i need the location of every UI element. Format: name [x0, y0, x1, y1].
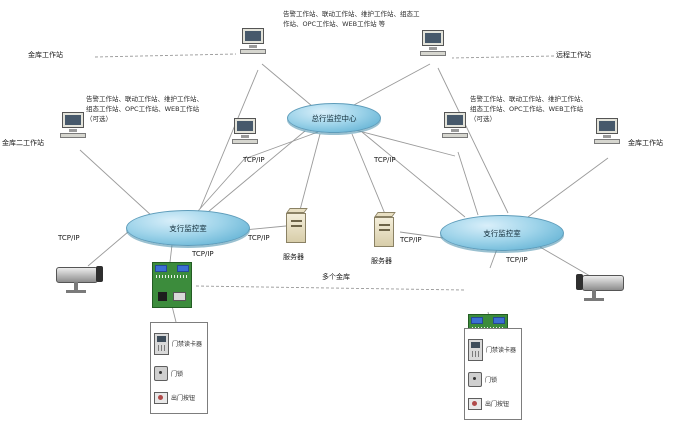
annotation-right: 告警工作站、联动工作站、维护工作站、组态工作站、OPC工作站、WEB工作站（可选… [470, 95, 587, 123]
keyboard-icon [420, 51, 446, 56]
keyboard-icon [594, 139, 620, 144]
monitor-icon [234, 118, 256, 134]
label-multi-vault: 多个金库 [322, 273, 350, 281]
keyboard-icon [442, 133, 468, 138]
workstation-icon-top-left [238, 28, 268, 70]
workstation-icon-mid-right-a [440, 112, 470, 154]
keyboard-icon [232, 139, 258, 144]
monitor-icon [444, 112, 466, 128]
card-reader-label: 门禁读卡器 [486, 347, 517, 354]
network-label-center: 总行监控中心 [311, 113, 357, 123]
server-icon-left [284, 208, 310, 248]
workstation-icon-top-right [418, 30, 448, 72]
network-label-right: 支行监控室 [483, 228, 521, 238]
workstation-icon-mid-right-b [592, 118, 622, 160]
exit-button-label: 出门按钮 [171, 395, 196, 402]
keyboard-icon [60, 133, 86, 138]
monitor-icon [596, 118, 618, 134]
door-access-box-right: 门禁读卡器 门锁 出门按钮 [464, 328, 522, 420]
exit-button-label: 出门按钮 [485, 401, 510, 408]
label-top-left-workstation: 金库工作站 [28, 51, 63, 59]
label-top-right-workstation: 远程工作站 [556, 51, 591, 59]
access-row-lock: 门锁 [154, 365, 204, 381]
cctv-camera-icon-left [52, 262, 108, 298]
access-controller-board-icon-left [152, 262, 192, 308]
monitor-icon [242, 28, 264, 44]
tcpip-label-6: TCP/IP [400, 236, 422, 244]
card-reader-icon [468, 338, 483, 361]
tcpip-label-1: TCP/IP [243, 156, 265, 164]
tcpip-label-2: TCP/IP [374, 156, 396, 164]
tcpip-label-5: TCP/IP [248, 234, 270, 242]
server-icon-right [372, 212, 398, 252]
door-lock-icon [154, 365, 168, 381]
access-row-lock: 门锁 [468, 371, 518, 387]
label-mid-left-workstation: 金库二工作站 [2, 139, 44, 147]
monitor-icon [422, 30, 444, 46]
door-lock-label: 门锁 [485, 376, 498, 384]
workstation-icon-mid-left-a [58, 112, 88, 154]
card-reader-label: 门禁读卡器 [172, 341, 203, 348]
workstation-icon-mid-left-b [230, 118, 260, 160]
monitor-icon [62, 112, 84, 128]
annotation-left: 告警工作站、联动工作站、维护工作站、组态工作站、OPC工作站、WEB工作站（可选… [86, 95, 203, 123]
label-left-server: 服务器 [283, 253, 304, 261]
card-reader-icon [154, 332, 169, 355]
door-lock-label: 门锁 [171, 370, 184, 378]
exit-button-icon [154, 391, 168, 404]
network-cloud-head-office: 总行监控中心 [287, 103, 381, 133]
label-right-server: 服务器 [371, 257, 392, 265]
door-access-box-left: 门禁读卡器 门锁 出门按钮 [150, 322, 208, 414]
door-lock-icon [468, 371, 482, 387]
access-row-reader: 门禁读卡器 [468, 338, 518, 361]
tcpip-label-7: TCP/IP [506, 256, 528, 264]
tcpip-label-3: TCP/IP [58, 234, 80, 242]
access-row-button: 出门按钮 [468, 397, 518, 410]
network-label-left: 支行监控室 [169, 223, 207, 233]
keyboard-icon [240, 49, 266, 54]
network-cloud-branch-left: 支行监控室 [126, 210, 250, 246]
access-row-button: 出门按钮 [154, 391, 204, 404]
network-cloud-branch-right: 支行监控室 [440, 215, 564, 251]
label-mid-right-workstation: 金库工作站 [628, 139, 663, 147]
annotation-top: 告警工作站、联动工作站、维护工作站、组态工作站、OPC工作站、WEB工作站 等 [283, 10, 420, 28]
cctv-camera-icon-right [570, 270, 626, 306]
exit-button-icon [468, 397, 482, 410]
access-row-reader: 门禁读卡器 [154, 332, 204, 355]
tcpip-label-4: TCP/IP [192, 250, 214, 258]
